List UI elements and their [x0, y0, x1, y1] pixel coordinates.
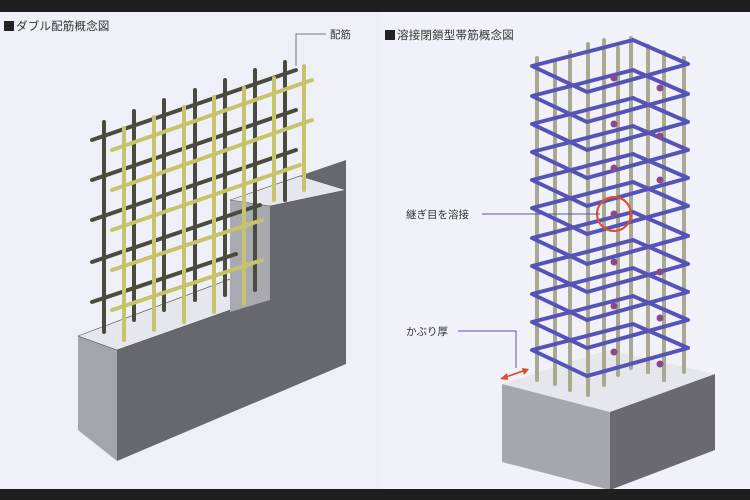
weld-callout-label: 継ぎ目を溶接: [406, 209, 469, 221]
cover-arrow: [500, 368, 529, 380]
top-frame-bar: [0, 0, 750, 12]
rebar-callout-label: 配筋: [330, 29, 351, 41]
square-bullet-icon: [4, 21, 14, 31]
cover-callout-label: かぶり厚: [406, 326, 448, 338]
square-bullet-icon: [385, 30, 395, 40]
wall-base-front: [117, 262, 346, 461]
weld-points: [610, 74, 664, 368]
inner-rebar-grid: [110, 64, 314, 342]
right-panel-title-text: 溶接閉鎖型帯筋概念図: [397, 28, 514, 42]
left-panel-title: ダブル配筋概念図: [4, 18, 110, 34]
bottom-frame-bar: [0, 489, 750, 500]
closed-hoops: [530, 38, 690, 378]
right-panel-title: 溶接閉鎖型帯筋概念図: [385, 27, 514, 43]
left-panel-title-text: ダブル配筋概念図: [16, 19, 110, 33]
rebar-callout-line: [295, 33, 326, 66]
cover-callout-line: [458, 330, 517, 368]
